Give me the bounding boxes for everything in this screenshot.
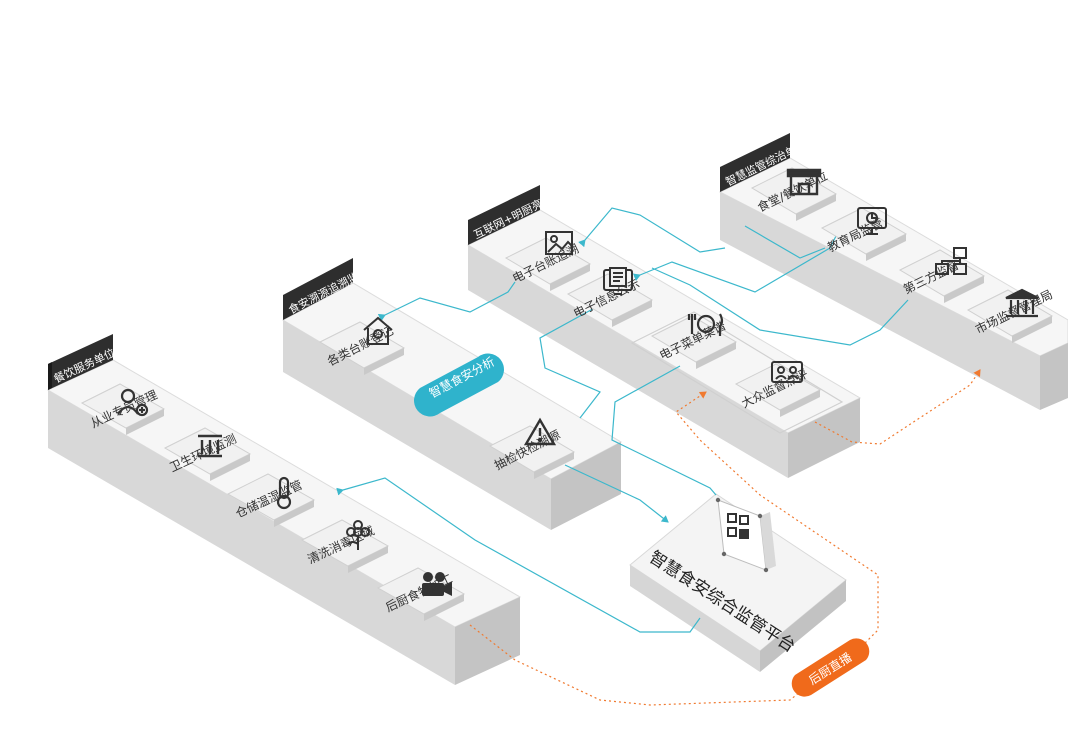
- user-add-icon: [117, 388, 149, 417]
- app-grid-icon: [727, 513, 749, 539]
- tile-electronic-publicity[interactable]: 电子信息公示: [566, 267, 654, 327]
- live-lines: [469, 369, 981, 706]
- thermometer-icon: [276, 476, 292, 510]
- tile-hygiene-monitoring[interactable]: 卫生环境监测: [163, 427, 252, 481]
- tile-staff-management[interactable]: 从业专员管理: [80, 383, 166, 435]
- tile-electronic-ledger-trace[interactable]: 电子台账追溯: [504, 231, 592, 291]
- flower-icon: [346, 520, 370, 550]
- video-camera-icon: [422, 572, 452, 596]
- platform-device: [715, 497, 776, 573]
- live-pill[interactable]: 后厨直播: [791, 638, 870, 697]
- hierarchy-icon: [935, 247, 967, 275]
- warning-triangle-icon: [523, 417, 557, 446]
- tile-education-bureau[interactable]: 教育局监管: [820, 207, 908, 261]
- dish-cutlery-icon: [687, 313, 724, 336]
- monitor-document-icon: [603, 267, 633, 295]
- tile-public-review[interactable]: 大众监督点评: [734, 361, 822, 417]
- building-columns-icon: [198, 434, 222, 458]
- tile-food-processing[interactable]: 后厨食物加工: [376, 567, 466, 621]
- central-platform-slab: [629, 493, 847, 672]
- tile-electronic-menu[interactable]: 电子菜单菜谱: [650, 313, 738, 369]
- storefront-icon: [786, 168, 822, 196]
- image-document-icon: [545, 231, 573, 255]
- screen-people-icon: [771, 361, 803, 383]
- house-icon: [363, 316, 393, 345]
- monitor-chart-icon: [857, 207, 887, 235]
- flow-lines: [336, 207, 909, 633]
- tile-cleaning-area[interactable]: 清洗消毒区域: [300, 519, 390, 573]
- government-building-icon: [1005, 288, 1039, 318]
